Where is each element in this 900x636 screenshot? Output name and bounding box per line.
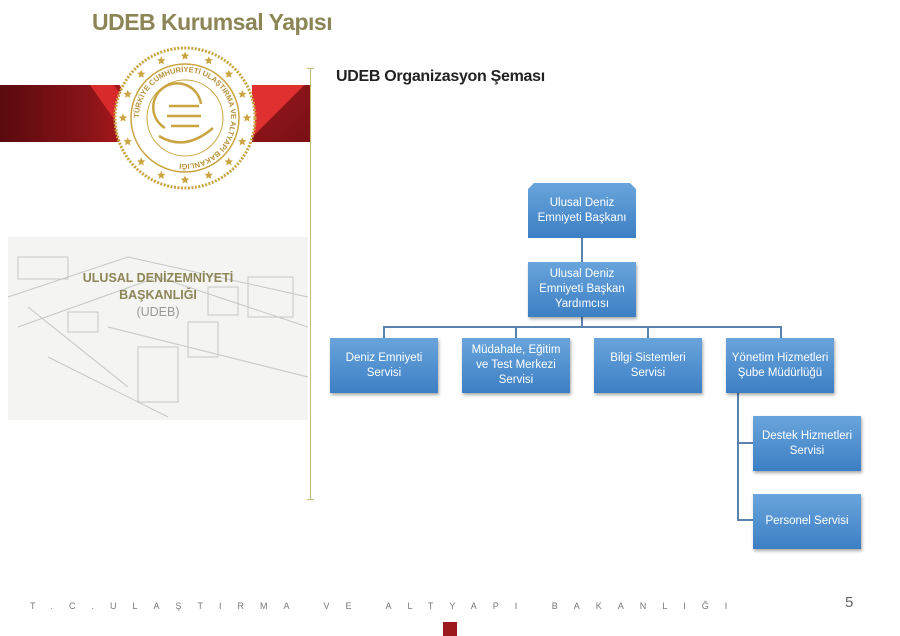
connector: [780, 326, 782, 338]
divider-line: [307, 68, 314, 500]
institution-abbr: (UDEB): [136, 305, 180, 319]
star-icon: [180, 175, 190, 184]
red-band-right: [252, 85, 310, 142]
org-box-service: Yönetim Hizmetleri Şube Müdürlüğü: [726, 338, 834, 393]
org-box-subunit: Destek Hizmetleri Servisi: [753, 416, 861, 471]
org-box-service: Bilgi Sistemleri Servisi: [594, 338, 702, 393]
connector: [737, 519, 753, 521]
org-box-subunit: Personel Servisi: [753, 494, 861, 549]
connector: [647, 326, 649, 338]
page-number: 5: [845, 594, 854, 611]
star-icon: [204, 170, 213, 179]
star-icon: [136, 157, 146, 166]
star-icon: [118, 113, 128, 122]
star-icon: [157, 56, 166, 65]
connector: [737, 442, 753, 444]
star-icon: [123, 89, 132, 98]
org-chart-title: UDEB Organizasyon Şeması: [336, 68, 545, 85]
star-icon: [180, 51, 190, 60]
institution-name: ULUSAL DENİZEMNİYETİ BAŞKANLIĞI (UDEB): [8, 270, 308, 321]
star-icon: [238, 137, 247, 146]
footer-ministry: T.C.ULAŞTIRMA VE ALTYAPI BAKANLIĞI: [30, 601, 744, 611]
institution-name-line1: ULUSAL DENİZEMNİYETİ: [82, 271, 234, 285]
org-box-service: Müdahale, Eğitim ve Test Merkezi Servisi: [462, 338, 570, 393]
connector: [737, 393, 739, 521]
connector: [581, 317, 583, 327]
star-icon: [136, 69, 146, 78]
star-icon: [224, 157, 234, 166]
star-icon: [157, 170, 166, 179]
ministry-seal-logo: TÜRKİYE CUMHURİYETİ ULAŞTIRMA VE ALTYAPI…: [113, 46, 257, 190]
star-icon: [238, 89, 247, 98]
star-icon: [224, 69, 234, 78]
org-box-service: Deniz Emniyeti Servisi: [330, 338, 438, 393]
star-icon: [123, 137, 132, 146]
connector: [515, 326, 517, 338]
connector: [581, 238, 583, 262]
org-box-head: Ulusal Deniz Emniyeti Başkanı: [528, 183, 636, 238]
org-box-deputy: Ulusal Deniz Emniyeti Başkan Yardımcısı: [528, 262, 636, 317]
footer-square: [443, 622, 457, 636]
building-sketch-image: [8, 237, 308, 420]
slide-title: UDEB Kurumsal Yapısı: [92, 9, 333, 35]
connector: [383, 326, 782, 328]
institution-name-line2: BAŞKANLIĞI: [119, 288, 197, 302]
star-icon: [204, 56, 213, 65]
red-band-left: [0, 85, 130, 142]
star-icon: [242, 113, 252, 122]
connector: [383, 326, 385, 338]
